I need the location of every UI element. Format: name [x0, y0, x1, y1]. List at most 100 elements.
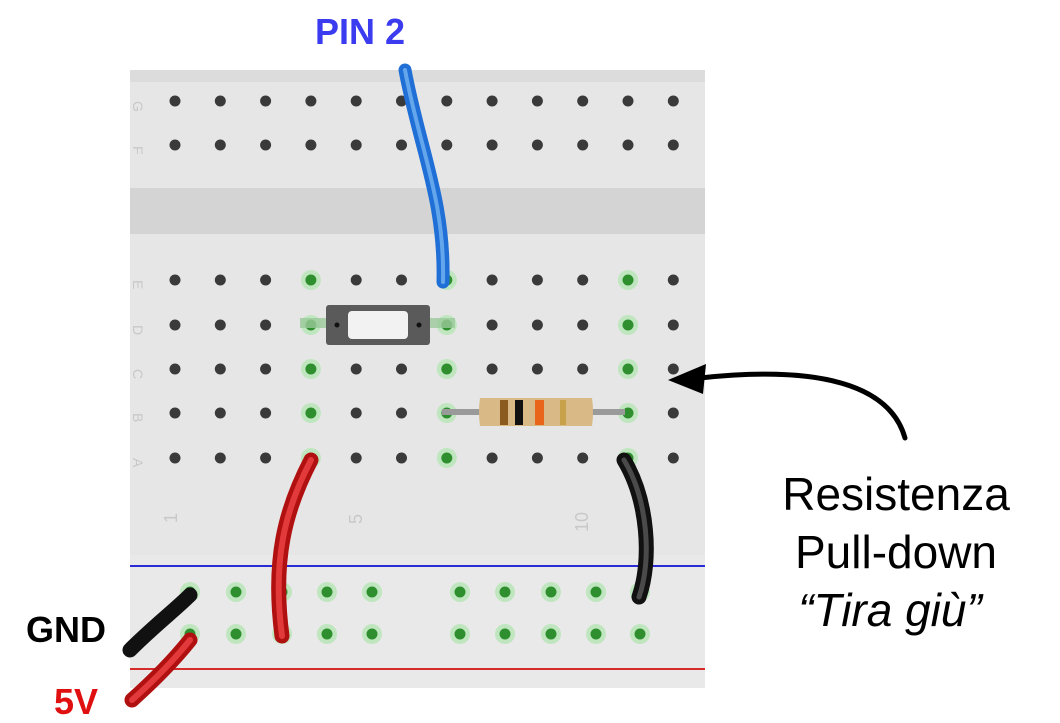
breadboard-hole[interactable]	[169, 363, 181, 375]
breadboard-hole[interactable]	[577, 95, 589, 107]
breadboard-hole[interactable]	[531, 95, 543, 107]
breadboard-hole[interactable]	[305, 363, 317, 375]
breadboard-hole[interactable]	[486, 95, 498, 107]
breadboard-hole[interactable]	[169, 452, 181, 464]
breadboard-hole[interactable]	[214, 95, 226, 107]
breadboard-hole[interactable]	[531, 274, 543, 286]
breadboard-hole[interactable]	[321, 586, 333, 598]
breadboard-hole[interactable]	[396, 95, 407, 107]
breadboard-hole[interactable]	[486, 139, 498, 151]
breadboard-hole[interactable]	[577, 139, 589, 151]
row-letter-e: E	[130, 280, 146, 289]
breadboard-hole[interactable]	[169, 319, 181, 331]
ground-wire-left[interactable]	[122, 587, 198, 658]
breadboard-hole[interactable]	[214, 319, 226, 331]
breadboard-hole[interactable]	[305, 407, 317, 419]
breadboard-hole[interactable]	[260, 452, 272, 464]
breadboard-hole[interactable]	[169, 95, 181, 107]
breadboard-hole[interactable]	[667, 274, 679, 286]
breadboard-hole[interactable]	[486, 452, 498, 464]
breadboard-hole[interactable]	[486, 363, 498, 375]
breadboard-hole[interactable]	[667, 363, 679, 375]
breadboard-hole[interactable]	[230, 628, 242, 640]
breadboard-hole[interactable]	[350, 139, 362, 151]
breadboard-hole[interactable]	[622, 407, 634, 419]
resistor-icon[interactable]	[442, 398, 625, 426]
breadboard-hole[interactable]	[667, 407, 679, 419]
breadboard-hole[interactable]	[169, 407, 181, 419]
breadboard-hole[interactable]	[260, 95, 272, 107]
column-number-5: 5	[346, 514, 366, 524]
column-number-10: 10	[572, 512, 592, 532]
breadboard-hole[interactable]	[545, 586, 557, 598]
breadboard-hole[interactable]	[350, 274, 362, 286]
push-button-icon[interactable]	[300, 305, 455, 345]
breadboard-hole[interactable]	[441, 139, 453, 151]
annotation-line-2: Pull-down	[795, 526, 997, 578]
breadboard-hole[interactable]	[577, 452, 589, 464]
breadboard-hole[interactable]	[577, 319, 589, 331]
breadboard-hole[interactable]	[214, 452, 226, 464]
breadboard-hole[interactable]	[499, 586, 511, 598]
breadboard-hole[interactable]	[260, 139, 272, 151]
breadboard-hole[interactable]	[260, 363, 272, 375]
breadboard-hole[interactable]	[305, 95, 317, 107]
breadboard-hole[interactable]	[214, 363, 226, 375]
breadboard-hole[interactable]	[441, 95, 453, 107]
breadboard-hole[interactable]	[350, 452, 362, 464]
breadboard-hole[interactable]	[622, 363, 634, 375]
breadboard-hole[interactable]	[230, 586, 242, 598]
breadboard-hole[interactable]	[350, 363, 362, 375]
breadboard-hole[interactable]	[454, 628, 466, 640]
breadboard-hole[interactable]	[321, 628, 333, 640]
breadboard-hole[interactable]	[441, 452, 453, 464]
breadboard-hole[interactable]	[634, 628, 646, 640]
breadboard-hole[interactable]	[531, 452, 543, 464]
breadboard-hole[interactable]	[622, 319, 634, 331]
breadboard-hole[interactable]	[366, 628, 378, 640]
breadboard-hole[interactable]	[667, 139, 679, 151]
breadboard-hole[interactable]	[260, 407, 272, 419]
row-letter-d: D	[130, 325, 146, 335]
breadboard-hole[interactable]	[486, 274, 498, 286]
breadboard-hole[interactable]	[454, 586, 466, 598]
breadboard-hole[interactable]	[350, 407, 362, 419]
breadboard-hole[interactable]	[214, 139, 226, 151]
breadboard-hole[interactable]	[577, 363, 589, 375]
breadboard-hole[interactable]	[531, 363, 543, 375]
pin-label: PIN 2	[315, 11, 405, 52]
breadboard-hole[interactable]	[305, 274, 317, 286]
breadboard-hole[interactable]	[531, 319, 543, 331]
breadboard-hole[interactable]	[577, 274, 589, 286]
breadboard-hole[interactable]	[545, 628, 557, 640]
breadboard-hole[interactable]	[260, 274, 272, 286]
breadboard-hole[interactable]	[667, 319, 679, 331]
breadboard-hole[interactable]	[622, 274, 634, 286]
breadboard-hole[interactable]	[169, 139, 181, 151]
breadboard-hole[interactable]	[531, 139, 543, 151]
breadboard-hole[interactable]	[667, 95, 679, 107]
breadboard-hole[interactable]	[396, 452, 407, 464]
breadboard-hole[interactable]	[590, 628, 602, 640]
breadboard-hole[interactable]	[486, 319, 498, 331]
breadboard-hole[interactable]	[350, 95, 362, 107]
breadboard-hole[interactable]	[396, 407, 407, 419]
breadboard-hole[interactable]	[622, 139, 634, 151]
breadboard-hole[interactable]	[396, 139, 407, 151]
breadboard-hole[interactable]	[260, 319, 272, 331]
breadboard-hole[interactable]	[441, 363, 453, 375]
breadboard-hole[interactable]	[305, 139, 317, 151]
power-wire-highlight	[275, 457, 314, 639]
vcc-label: 5V	[54, 681, 98, 722]
breadboard-hole[interactable]	[396, 363, 407, 375]
breadboard-hole[interactable]	[590, 586, 602, 598]
breadboard-hole[interactable]	[622, 95, 634, 107]
breadboard-hole[interactable]	[667, 452, 679, 464]
breadboard-hole[interactable]	[366, 586, 378, 598]
breadboard-hole[interactable]	[499, 628, 511, 640]
breadboard-hole[interactable]	[214, 407, 226, 419]
breadboard-hole[interactable]	[169, 274, 181, 286]
breadboard-hole[interactable]	[396, 274, 407, 286]
breadboard-hole[interactable]	[214, 274, 226, 286]
row-letter-a: A	[130, 458, 146, 468]
